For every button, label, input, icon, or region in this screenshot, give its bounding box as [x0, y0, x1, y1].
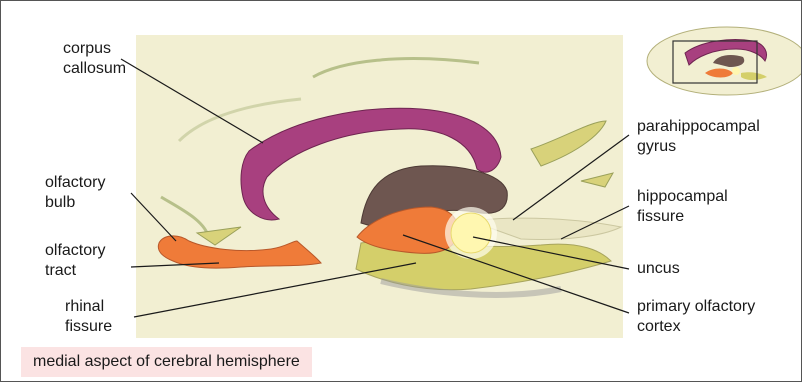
label-line: olfactory — [45, 241, 105, 261]
label-uncus: uncus — [637, 259, 680, 279]
label-line: uncus — [637, 259, 680, 279]
label-corpus-callosum: corpus callosum — [63, 39, 126, 79]
uncus-shape — [451, 213, 491, 253]
label-olfactory-tract: olfactory tract — [45, 241, 105, 281]
label-line: tract — [45, 261, 105, 281]
label-line: callosum — [63, 59, 126, 79]
label-line: primary olfactory — [637, 297, 755, 317]
label-line: olfactory — [45, 173, 105, 193]
label-hippocampal-fissure: hippocampal fissure — [637, 187, 728, 227]
label-line: cortex — [637, 317, 755, 337]
label-line: hippocampal — [637, 187, 728, 207]
label-rhinal-fissure: rhinal fissure — [65, 297, 112, 337]
label-line: rhinal — [65, 297, 112, 317]
label-line: parahippocampal — [637, 117, 760, 137]
brain-thumbnail — [647, 27, 801, 95]
thumbnail-uncus — [732, 67, 740, 75]
label-line: bulb — [45, 193, 105, 213]
label-primary-olfactory-cortex: primary olfactory cortex — [637, 297, 755, 337]
label-line: corpus — [63, 39, 126, 59]
label-olfactory-bulb: olfactory bulb — [45, 173, 105, 213]
label-line: gyrus — [637, 137, 760, 157]
figure-caption: medial aspect of cerebral hemisphere — [21, 347, 312, 377]
label-line: fissure — [637, 207, 728, 227]
label-parahippocampal-gyrus: parahippocampal gyrus — [637, 117, 760, 157]
label-line: fissure — [65, 317, 112, 337]
